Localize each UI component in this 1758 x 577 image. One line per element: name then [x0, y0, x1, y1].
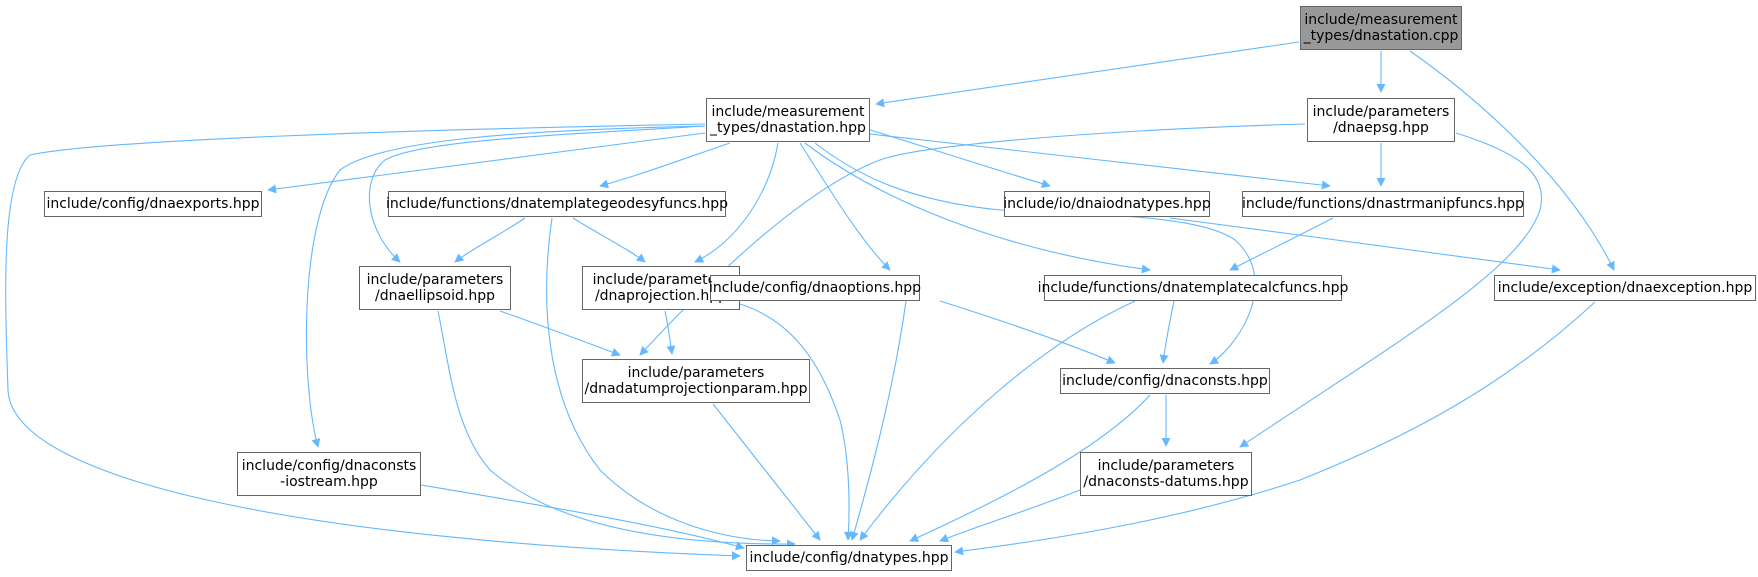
node-dnaepsg-hpp[interactable]: include/parameters/dnaepsg.hpp — [1307, 98, 1455, 142]
edge-datumproj-to-dnatypes — [712, 403, 821, 541]
edge-station-to-geodesy — [599, 142, 731, 189]
edge-epsg-to-datums — [1239, 132, 1543, 448]
node-dnatemplatecalcfuncs-hpp[interactable]: include/functions/dnatemplatecalcfuncs.h… — [1038, 275, 1348, 301]
edge-iodnatypes-to-exception — [1169, 217, 1561, 274]
node-dnatemplategeodesyfuncs-hpp[interactable]: include/functions/dnatemplategeodesyfunc… — [386, 191, 728, 217]
edge-projection-to-datumproj — [664, 310, 676, 355]
node-dnaconsts-datums-hpp[interactable]: include/parameters/dnaconsts-datums.hpp — [1080, 452, 1252, 496]
node-dnaellipsoid-hpp[interactable]: include/parameters/dnaellipsoid.hpp — [359, 266, 511, 310]
edge-station-to-calcfuncs — [804, 142, 1151, 274]
edge-ellipsoid-to-datumproj — [499, 310, 621, 357]
edge-station-to-strmanip — [869, 133, 1331, 190]
edge-station-to-iodnatypes — [869, 129, 1051, 188]
node-dnaconsts-iostream-hpp[interactable]: include/config/dnaconsts-iostream.hpp — [237, 452, 421, 496]
edge-consts-to-dnatypes — [909, 394, 1151, 542]
edge-station-to-iostream — [305, 125, 706, 448]
edge-calcfuncs-to-consts — [1159, 300, 1175, 364]
node-dnastrmanipfuncs-hpp[interactable]: include/functions/dnastrmanipfuncs.hpp — [1242, 191, 1524, 217]
node-dnaexports-hpp[interactable]: include/config/dnaexports.hpp — [44, 191, 262, 217]
edge-root-to-exception — [1409, 50, 1615, 271]
node-dnastation-cpp[interactable]: include/measurement_types/dnastation.cpp — [1300, 6, 1462, 50]
node-dnadatumprojectionparam-hpp[interactable]: include/parameters/dnadatumprojectionpar… — [582, 359, 810, 403]
node-dnaconsts-hpp[interactable]: include/config/dnaconsts.hpp — [1060, 368, 1270, 394]
edge-station-to-ellipsoid — [368, 125, 706, 263]
edge-epsg-to-datumproj — [639, 123, 1306, 356]
edge-projection-to-dnatypes — [739, 303, 854, 541]
edge-geodesy-to-dnatypes — [546, 217, 781, 546]
node-dnaprojection-hpp[interactable]: include/parameters/dnaprojection.hpp — [582, 266, 740, 310]
edge-station-to-projection — [694, 142, 779, 263]
edge-options-to-consts — [939, 300, 1116, 365]
edge-station-to-exports — [267, 132, 706, 194]
node-dnatypes-hpp[interactable]: include/config/dnatypes.hpp — [746, 545, 952, 571]
node-dnastation-hpp[interactable]: include/measurement_types/dnastation.hpp — [706, 98, 870, 142]
edge-calcfuncs-to-dnatypes — [859, 300, 1136, 541]
edge-station-to-options — [799, 142, 891, 271]
edge-ellipsoid-to-dnatypes — [437, 310, 796, 549]
edge-strmanip-to-calcfuncs — [1229, 217, 1334, 271]
node-dnaexception-hpp[interactable]: include/exception/dnaexception.hpp — [1494, 275, 1756, 301]
edge-station-to-dnatypes — [5, 123, 741, 561]
edge-root-to-station — [875, 41, 1300, 108]
node-dnaoptions-hpp[interactable]: include/config/dnaoptions.hpp — [709, 275, 921, 301]
edge-options-to-dnatypes — [849, 300, 907, 541]
edge-geodesy-to-ellipsoid — [454, 217, 526, 263]
edge-geodesy-to-projection — [572, 217, 646, 263]
edge-datums-to-dnatypes — [939, 489, 1081, 543]
edge-iostream-to-dnatypes — [420, 484, 745, 551]
node-dnaiodnatypes-hpp[interactable]: include/io/dnaiodnatypes.hpp — [1003, 191, 1211, 217]
edge-station-to-consts — [814, 142, 1256, 365]
edge-exception-to-dnatypes — [954, 301, 1596, 556]
